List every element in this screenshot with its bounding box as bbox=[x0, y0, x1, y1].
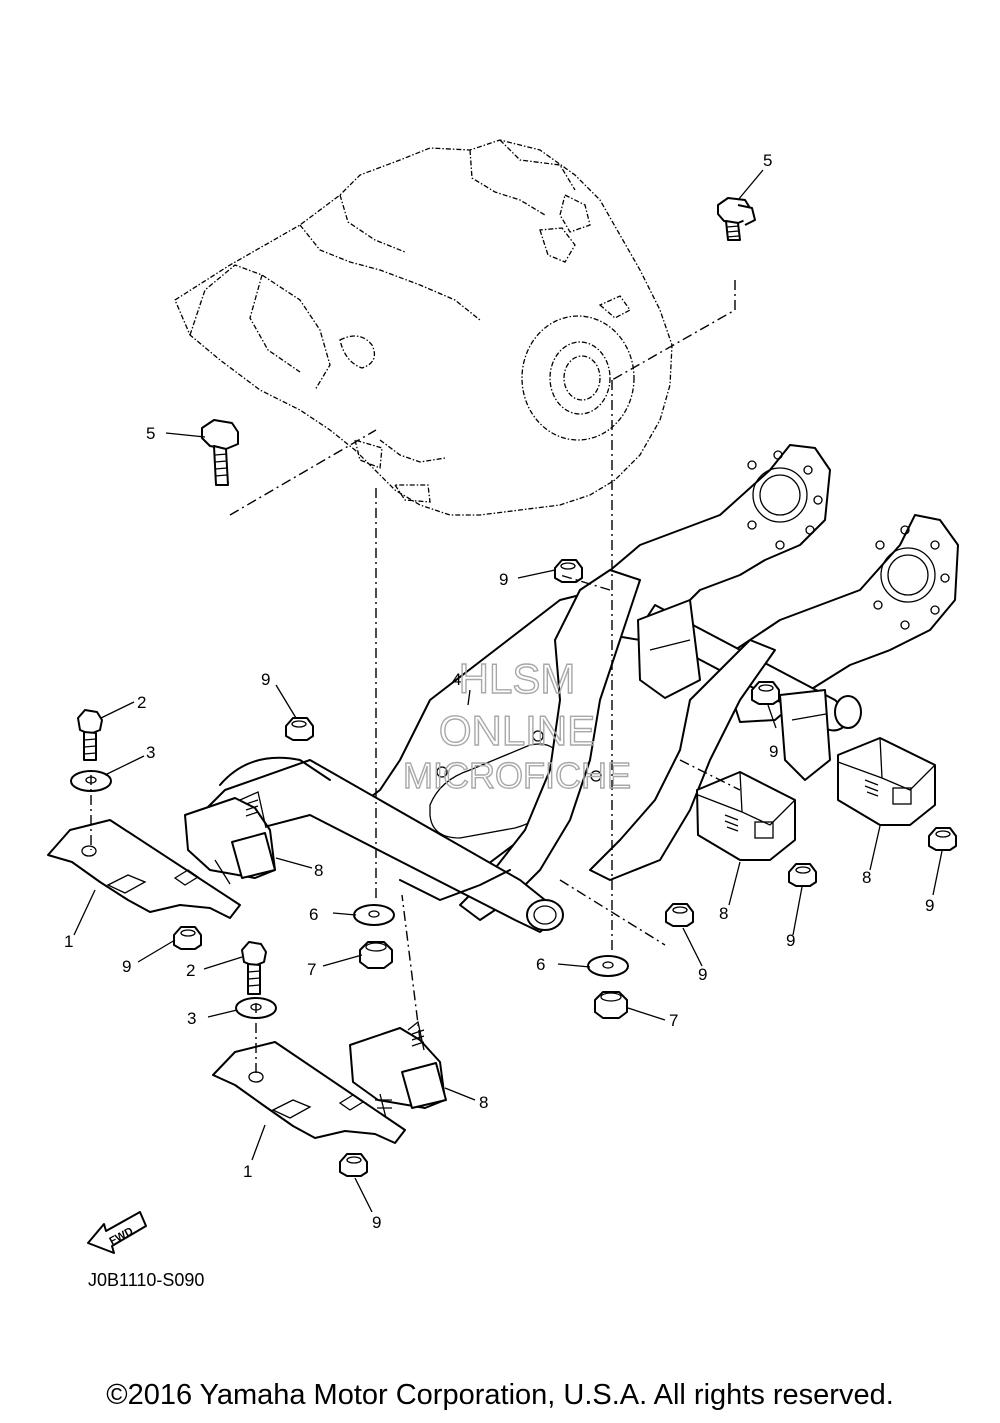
bolt-upper bbox=[77, 709, 103, 761]
callout-2-upper: 2 bbox=[137, 693, 146, 712]
diagram-code: J0B1110-S090 bbox=[88, 1270, 205, 1290]
callout-9-d: 9 bbox=[122, 957, 131, 976]
callout-8-front-lower: 8 bbox=[479, 1093, 488, 1112]
engine-subframe bbox=[204, 444, 959, 933]
engine-mount-bolt-front bbox=[201, 419, 239, 486]
callout-9-g: 9 bbox=[786, 931, 795, 950]
callout-7-rear: 7 bbox=[669, 1011, 678, 1030]
copyright-notice: ©2016 Yamaha Motor Corporation, U.S.A. A… bbox=[106, 1379, 894, 1411]
nut-7-front bbox=[359, 941, 393, 969]
fwd-arrow-icon: FWD bbox=[87, 1211, 147, 1254]
callout-7-front: 7 bbox=[307, 960, 316, 979]
nut-7-rear bbox=[594, 991, 628, 1019]
callout-labels: 5 5 9 4 9 2 3 9 8 1 9 6 7 2 3 8 1 9 6 7 … bbox=[64, 151, 934, 1232]
watermark-line-1: HLSM bbox=[459, 655, 576, 702]
callout-9-h: 9 bbox=[925, 896, 934, 915]
callout-1-lower: 1 bbox=[243, 1162, 252, 1181]
mount-bracket-lower bbox=[212, 1041, 406, 1144]
callout-3-upper: 3 bbox=[146, 743, 155, 762]
callout-5-rear: 5 bbox=[763, 151, 772, 170]
damper-front-upper bbox=[184, 791, 276, 885]
nut-9-c bbox=[751, 681, 780, 705]
watermark-line-2: ONLINE bbox=[439, 707, 595, 754]
nut-9-h bbox=[339, 1153, 368, 1177]
callout-9-a: 9 bbox=[499, 570, 508, 589]
callout-8-front-upper: 8 bbox=[314, 861, 323, 880]
bolt-lower bbox=[241, 941, 267, 995]
callout-9-f: 9 bbox=[698, 965, 707, 984]
callout-9-b: 9 bbox=[261, 670, 270, 689]
nut-9-g bbox=[928, 827, 957, 851]
damper-rear-right bbox=[837, 737, 936, 826]
callout-8-rear-right: 8 bbox=[862, 868, 871, 887]
callout-1-upper: 1 bbox=[64, 932, 73, 951]
callout-2-lower: 2 bbox=[186, 961, 195, 980]
damper-front-lower bbox=[349, 1020, 447, 1119]
leader-lines bbox=[73, 169, 943, 1213]
washer-6-rear bbox=[587, 955, 629, 977]
nut-9-d bbox=[173, 926, 202, 950]
callout-3-lower: 3 bbox=[187, 1009, 196, 1028]
callout-8-rear-left: 8 bbox=[719, 904, 728, 923]
callout-6-front: 6 bbox=[309, 905, 318, 924]
callout-6-rear: 6 bbox=[536, 955, 545, 974]
alignment-lines bbox=[90, 280, 741, 1075]
washer-6-front bbox=[353, 904, 395, 926]
nut-9-e bbox=[665, 903, 694, 927]
watermark-line-3: MICROFICHE bbox=[403, 755, 631, 796]
nut-9-f bbox=[788, 863, 817, 887]
nut-9-b bbox=[285, 717, 314, 741]
mount-bracket-upper bbox=[47, 819, 241, 919]
damper-rear-left bbox=[696, 771, 796, 861]
engine-outline bbox=[174, 139, 673, 516]
engine-mount-bolt-rear bbox=[717, 197, 756, 241]
callout-5-front: 5 bbox=[146, 424, 155, 443]
callout-9-e: 9 bbox=[372, 1213, 381, 1232]
nut-9-a bbox=[554, 559, 583, 583]
callout-4: 4 bbox=[452, 670, 461, 689]
watermark: HLSM ONLINE MICROFICHE bbox=[402, 654, 631, 796]
callout-9-c: 9 bbox=[769, 742, 778, 761]
